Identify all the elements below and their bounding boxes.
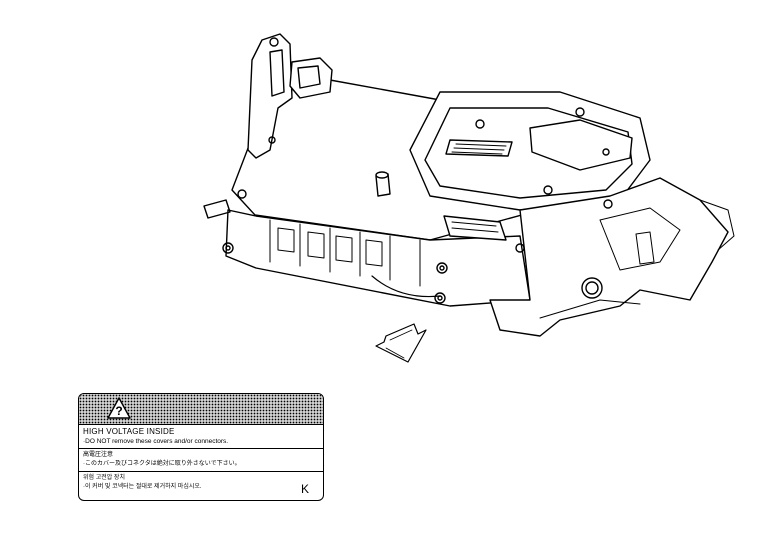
high-voltage-warning-label: ? HIGH VOLTAGE INSIDE ·DO NOT remove the… bbox=[78, 393, 324, 501]
label-line-korean: ·이 커버 및 코넥터는 절대로 제거하지 마십시오. bbox=[83, 484, 202, 490]
front-arrow bbox=[375, 323, 427, 363]
warning-label-header: ? bbox=[79, 394, 323, 425]
label-heading: HIGH VOLTAGE INSIDE bbox=[83, 427, 175, 436]
label-title-japanese: 高電圧注意 bbox=[83, 452, 114, 458]
left-bracket bbox=[247, 33, 293, 159]
label-title-korean: 위험 고전압 장치 bbox=[83, 475, 125, 481]
warning-triangle-icon: ? bbox=[107, 397, 131, 419]
top-connector bbox=[289, 57, 333, 99]
svg-text:?: ? bbox=[115, 404, 122, 418]
right-side-assembly bbox=[489, 177, 729, 337]
label-code: K bbox=[300, 482, 309, 496]
label-line-english: ·DO NOT remove these covers and/or conne… bbox=[83, 438, 229, 445]
upper-cover bbox=[409, 91, 651, 211]
label-line-japanese: ·このカバー及びコネクタは絶対に取り外さないで下さい。 bbox=[83, 461, 241, 467]
